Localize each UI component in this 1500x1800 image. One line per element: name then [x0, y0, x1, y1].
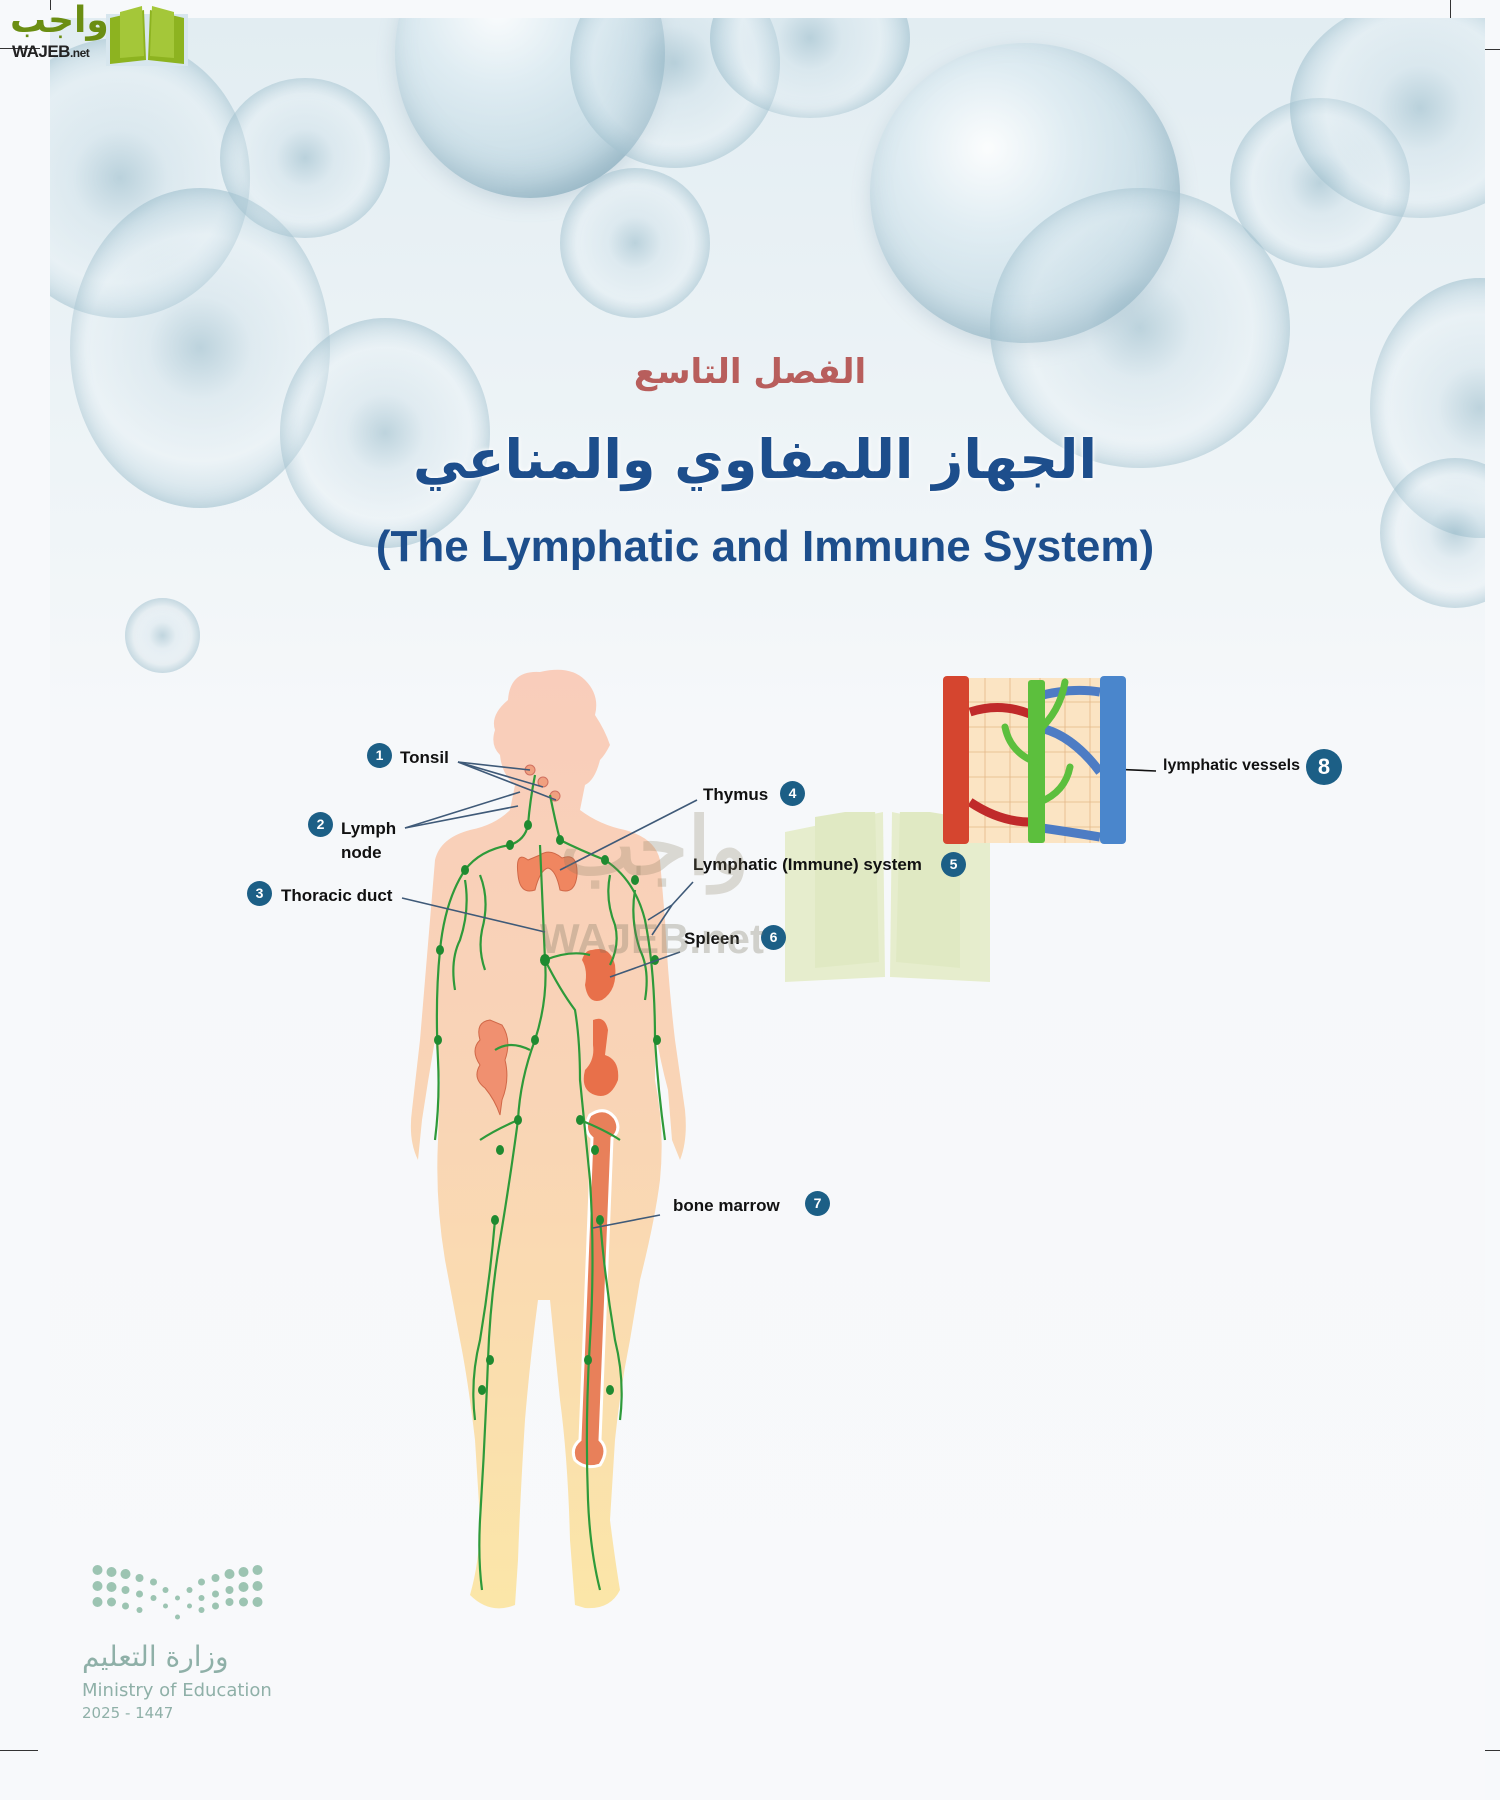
callout-badge-6: 6 [761, 925, 786, 950]
label-lymphatic-vessels: lymphatic vessels [1163, 757, 1300, 774]
page-background [50, 18, 1485, 1800]
ministry-name-english: Ministry of Education [82, 1680, 272, 1701]
lymphatic-vessels-diagram [943, 676, 1126, 844]
open-book-icon [106, 6, 188, 66]
logo-english-text: WAJEB.net [12, 42, 90, 61]
label-thymus: Thymus [703, 785, 769, 804]
cell-bubble [280, 318, 490, 548]
crop-mark [0, 1750, 38, 1751]
chapter-label: الفصل التاسع [633, 352, 867, 392]
ministry-name-arabic: وزارة التعليم [82, 1640, 229, 1673]
label-lymph-node: Lymph node [341, 819, 397, 862]
cell-bubble [560, 168, 710, 318]
cell-bubble [125, 598, 200, 673]
watermark-english: WAJEB.net [540, 915, 765, 962]
wajeb-logo[interactable]: واجب WAJEB.net [0, 0, 190, 70]
label-bone-marrow: bone marrow [673, 1196, 780, 1215]
page-title-arabic: الجهاز اللمفاوي والمناعي [413, 428, 1097, 491]
crop-mark [0, 48, 40, 49]
callout-badge-7: 7 [805, 1191, 830, 1216]
callout-badge-8: 8 [1306, 749, 1342, 785]
cell-bubble [990, 188, 1290, 468]
callout-badge-2: 2 [308, 812, 333, 837]
callout-badge-4: 4 [780, 781, 805, 806]
watermark-book-icon [785, 812, 990, 982]
callout-badge-5: 5 [941, 852, 966, 877]
callout-badge-1: 1 [367, 743, 392, 768]
label-spleen: Spleen [684, 929, 740, 948]
label-lymphatic-system: Lymphatic (Immune) system [693, 855, 922, 874]
ministry-dots-logo [92, 1565, 263, 1620]
callout-badge-3: 3 [247, 881, 272, 906]
logo-arabic-text: واجب [10, 0, 109, 41]
edition-year: 2025 - 1447 [82, 1704, 174, 1722]
label-thoracic-duct: Thoracic duct [281, 886, 393, 905]
label-tonsil: Tonsil [400, 748, 449, 767]
page-title-english: (The Lymphatic and Immune System) [375, 522, 1155, 571]
watermark-arabic: واجب [560, 802, 749, 891]
crop-mark [50, 0, 51, 10]
crop-mark [1450, 0, 1451, 35]
cell-bubble [220, 78, 390, 238]
